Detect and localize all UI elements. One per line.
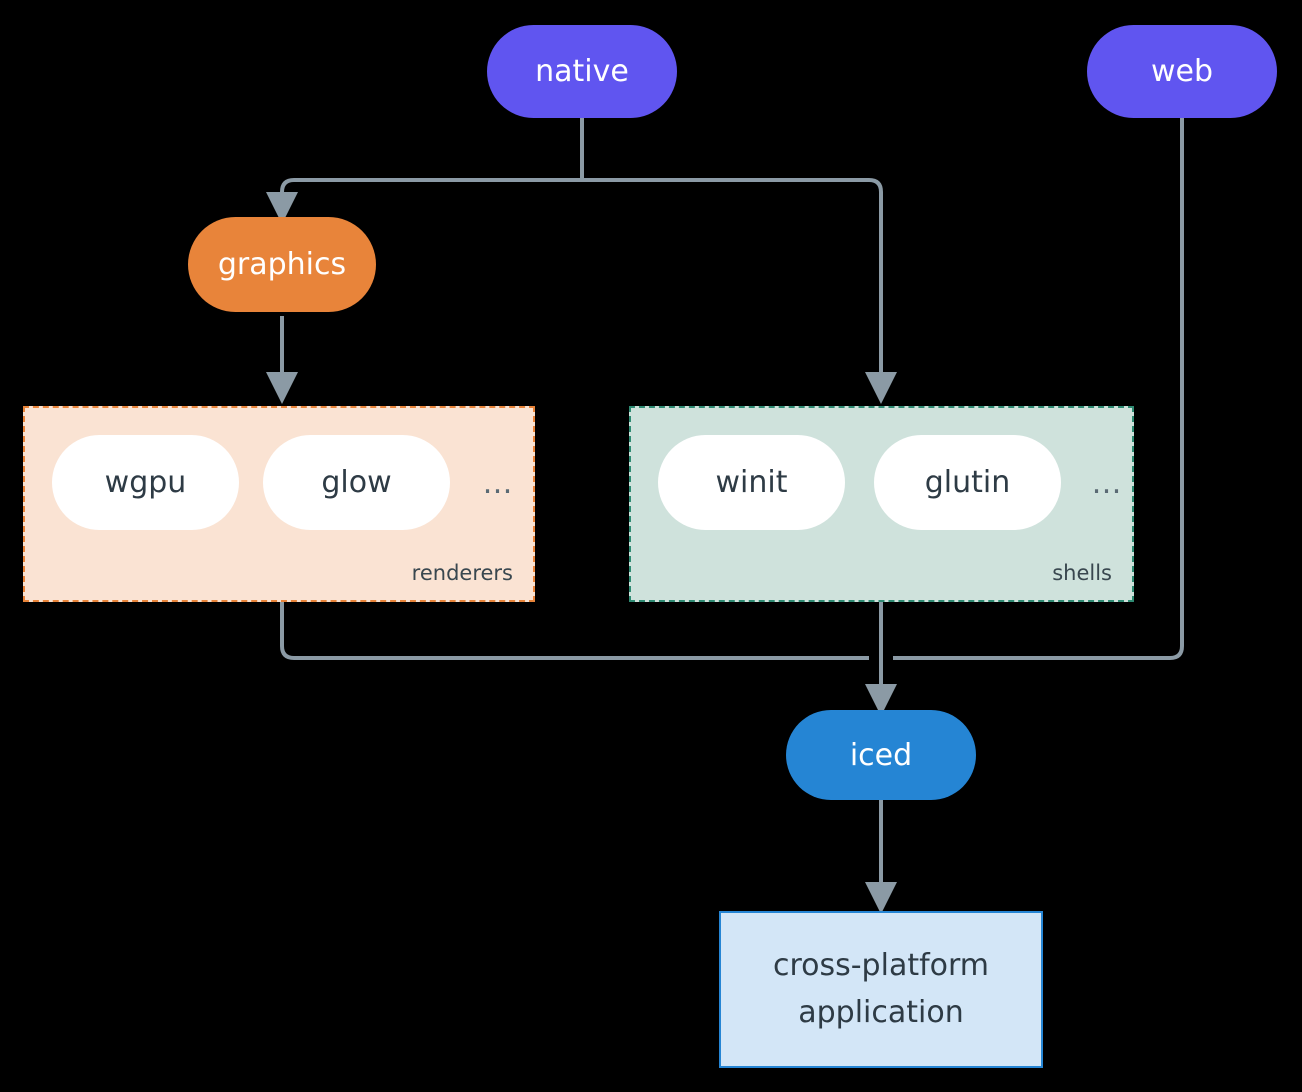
group-item-glutin[interactable]: glutin bbox=[874, 435, 1061, 530]
node-native-label: native bbox=[535, 54, 629, 89]
node-web-label: web bbox=[1150, 54, 1214, 89]
node-graphics-label: graphics bbox=[217, 247, 347, 282]
group-item-glow[interactable]: glow bbox=[263, 435, 450, 530]
group-item-winit-label: winit bbox=[715, 465, 788, 500]
edge-web-to-iced bbox=[893, 118, 1184, 660]
group-renderers-overflow-label: … bbox=[482, 465, 514, 501]
group-shells-overflow-label: … bbox=[1091, 465, 1123, 501]
group-shells-overflow: … bbox=[1077, 463, 1137, 503]
edge-native-to-shells bbox=[582, 178, 897, 404]
node-application-label-line1: cross-platform bbox=[772, 948, 990, 983]
group-item-wgpu-label: wgpu bbox=[104, 465, 187, 500]
group-shells-label-text: shells bbox=[1052, 561, 1112, 585]
node-application[interactable]: cross-platform application bbox=[719, 911, 1043, 1068]
node-web[interactable]: web bbox=[1087, 25, 1277, 118]
node-application-label-line2: application bbox=[798, 994, 964, 1030]
group-renderers-label: renderers bbox=[25, 558, 513, 588]
group-item-wgpu[interactable]: wgpu bbox=[52, 435, 239, 530]
group-shells-label: shells bbox=[631, 558, 1112, 588]
edge-renderers-to-iced bbox=[280, 602, 869, 660]
node-native[interactable]: native bbox=[487, 25, 677, 118]
edge-native-to-graphics bbox=[266, 178, 582, 224]
node-iced-label: iced bbox=[849, 737, 913, 773]
node-iced[interactable]: iced bbox=[786, 710, 976, 800]
group-renderers: wgpu glow … renderers bbox=[23, 406, 535, 602]
group-item-glutin-label: glutin bbox=[924, 465, 1011, 500]
node-graphics[interactable]: graphics bbox=[188, 217, 376, 312]
group-renderers-overflow: … bbox=[468, 463, 528, 503]
group-item-winit[interactable]: winit bbox=[658, 435, 845, 530]
group-renderers-label-text: renderers bbox=[411, 561, 513, 585]
group-shells: winit glutin … shells bbox=[629, 406, 1134, 602]
group-item-glow-label: glow bbox=[321, 465, 392, 500]
